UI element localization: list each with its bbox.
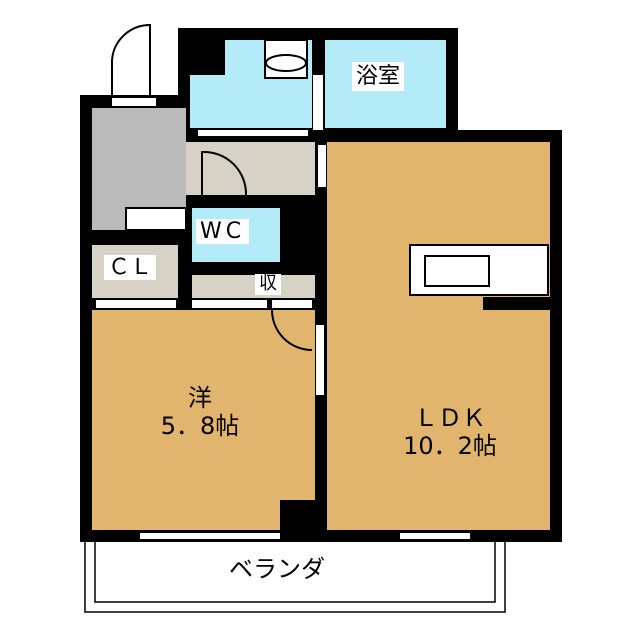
western-room <box>92 310 315 530</box>
ldk-name: ＬＤＫ <box>414 404 486 432</box>
hallway <box>186 142 315 195</box>
room-label-closet: ＣＬ <box>104 255 157 281</box>
western-room-size: 5．8帖 <box>160 411 240 440</box>
wc-door-icon <box>201 150 248 196</box>
room-label-balcony: ベランダ <box>225 555 329 584</box>
room-label-bath: 浴室 <box>352 62 405 92</box>
ldk-room <box>327 142 550 530</box>
western-room-name: 洋 <box>188 384 212 412</box>
sink-icon <box>424 255 490 287</box>
room-label-storage: 収 <box>255 273 281 295</box>
storage <box>192 275 315 298</box>
shoe-box <box>125 207 187 231</box>
room-label-ldk: ＬＤＫ 10．2帖 <box>370 404 530 460</box>
balcony <box>84 542 506 613</box>
room-label-wc: WC <box>196 219 250 245</box>
room-label-western: 洋 5．8帖 <box>140 384 260 440</box>
entry-door-icon <box>111 23 151 96</box>
ldk-size: 10．2帖 <box>403 431 497 460</box>
